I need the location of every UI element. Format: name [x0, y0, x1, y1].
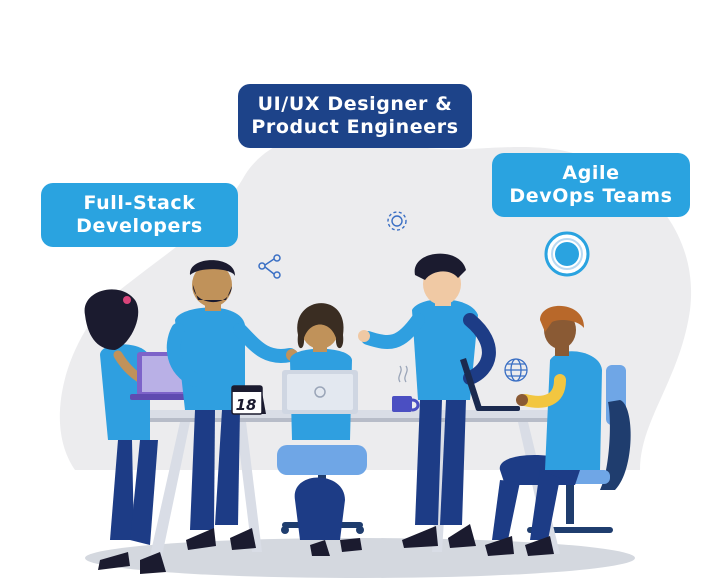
woman-left-developer	[84, 289, 200, 574]
woman-center-developer	[282, 303, 362, 556]
agile-devops-label: Agile DevOps Teams	[492, 153, 690, 217]
calendar-day: 18	[236, 396, 257, 414]
fullstack-label-line2: Developers	[76, 215, 203, 237]
globe-icon	[504, 358, 528, 382]
seated-man-devops	[460, 305, 602, 556]
bearded-man-developer	[166, 260, 298, 550]
agile-label-line2: DevOps Teams	[509, 185, 673, 207]
coffee-mug-icon	[392, 365, 420, 412]
standing-man-engineer	[358, 253, 496, 548]
target-icon	[544, 231, 590, 277]
gear-icon	[387, 211, 407, 231]
uiux-designer-label: UI/UX Designer & Product Engineers	[238, 84, 472, 148]
agile-label-line1: Agile	[562, 162, 620, 184]
fullstack-developers-label: Full-Stack Developers	[41, 183, 238, 247]
uiux-label-line1: UI/UX Designer &	[257, 93, 453, 115]
fullstack-label-line1: Full-Stack	[83, 192, 196, 214]
uiux-label-line2: Product Engineers	[251, 116, 459, 138]
share-icon	[258, 254, 281, 279]
desk-calendar: 18	[231, 385, 266, 415]
